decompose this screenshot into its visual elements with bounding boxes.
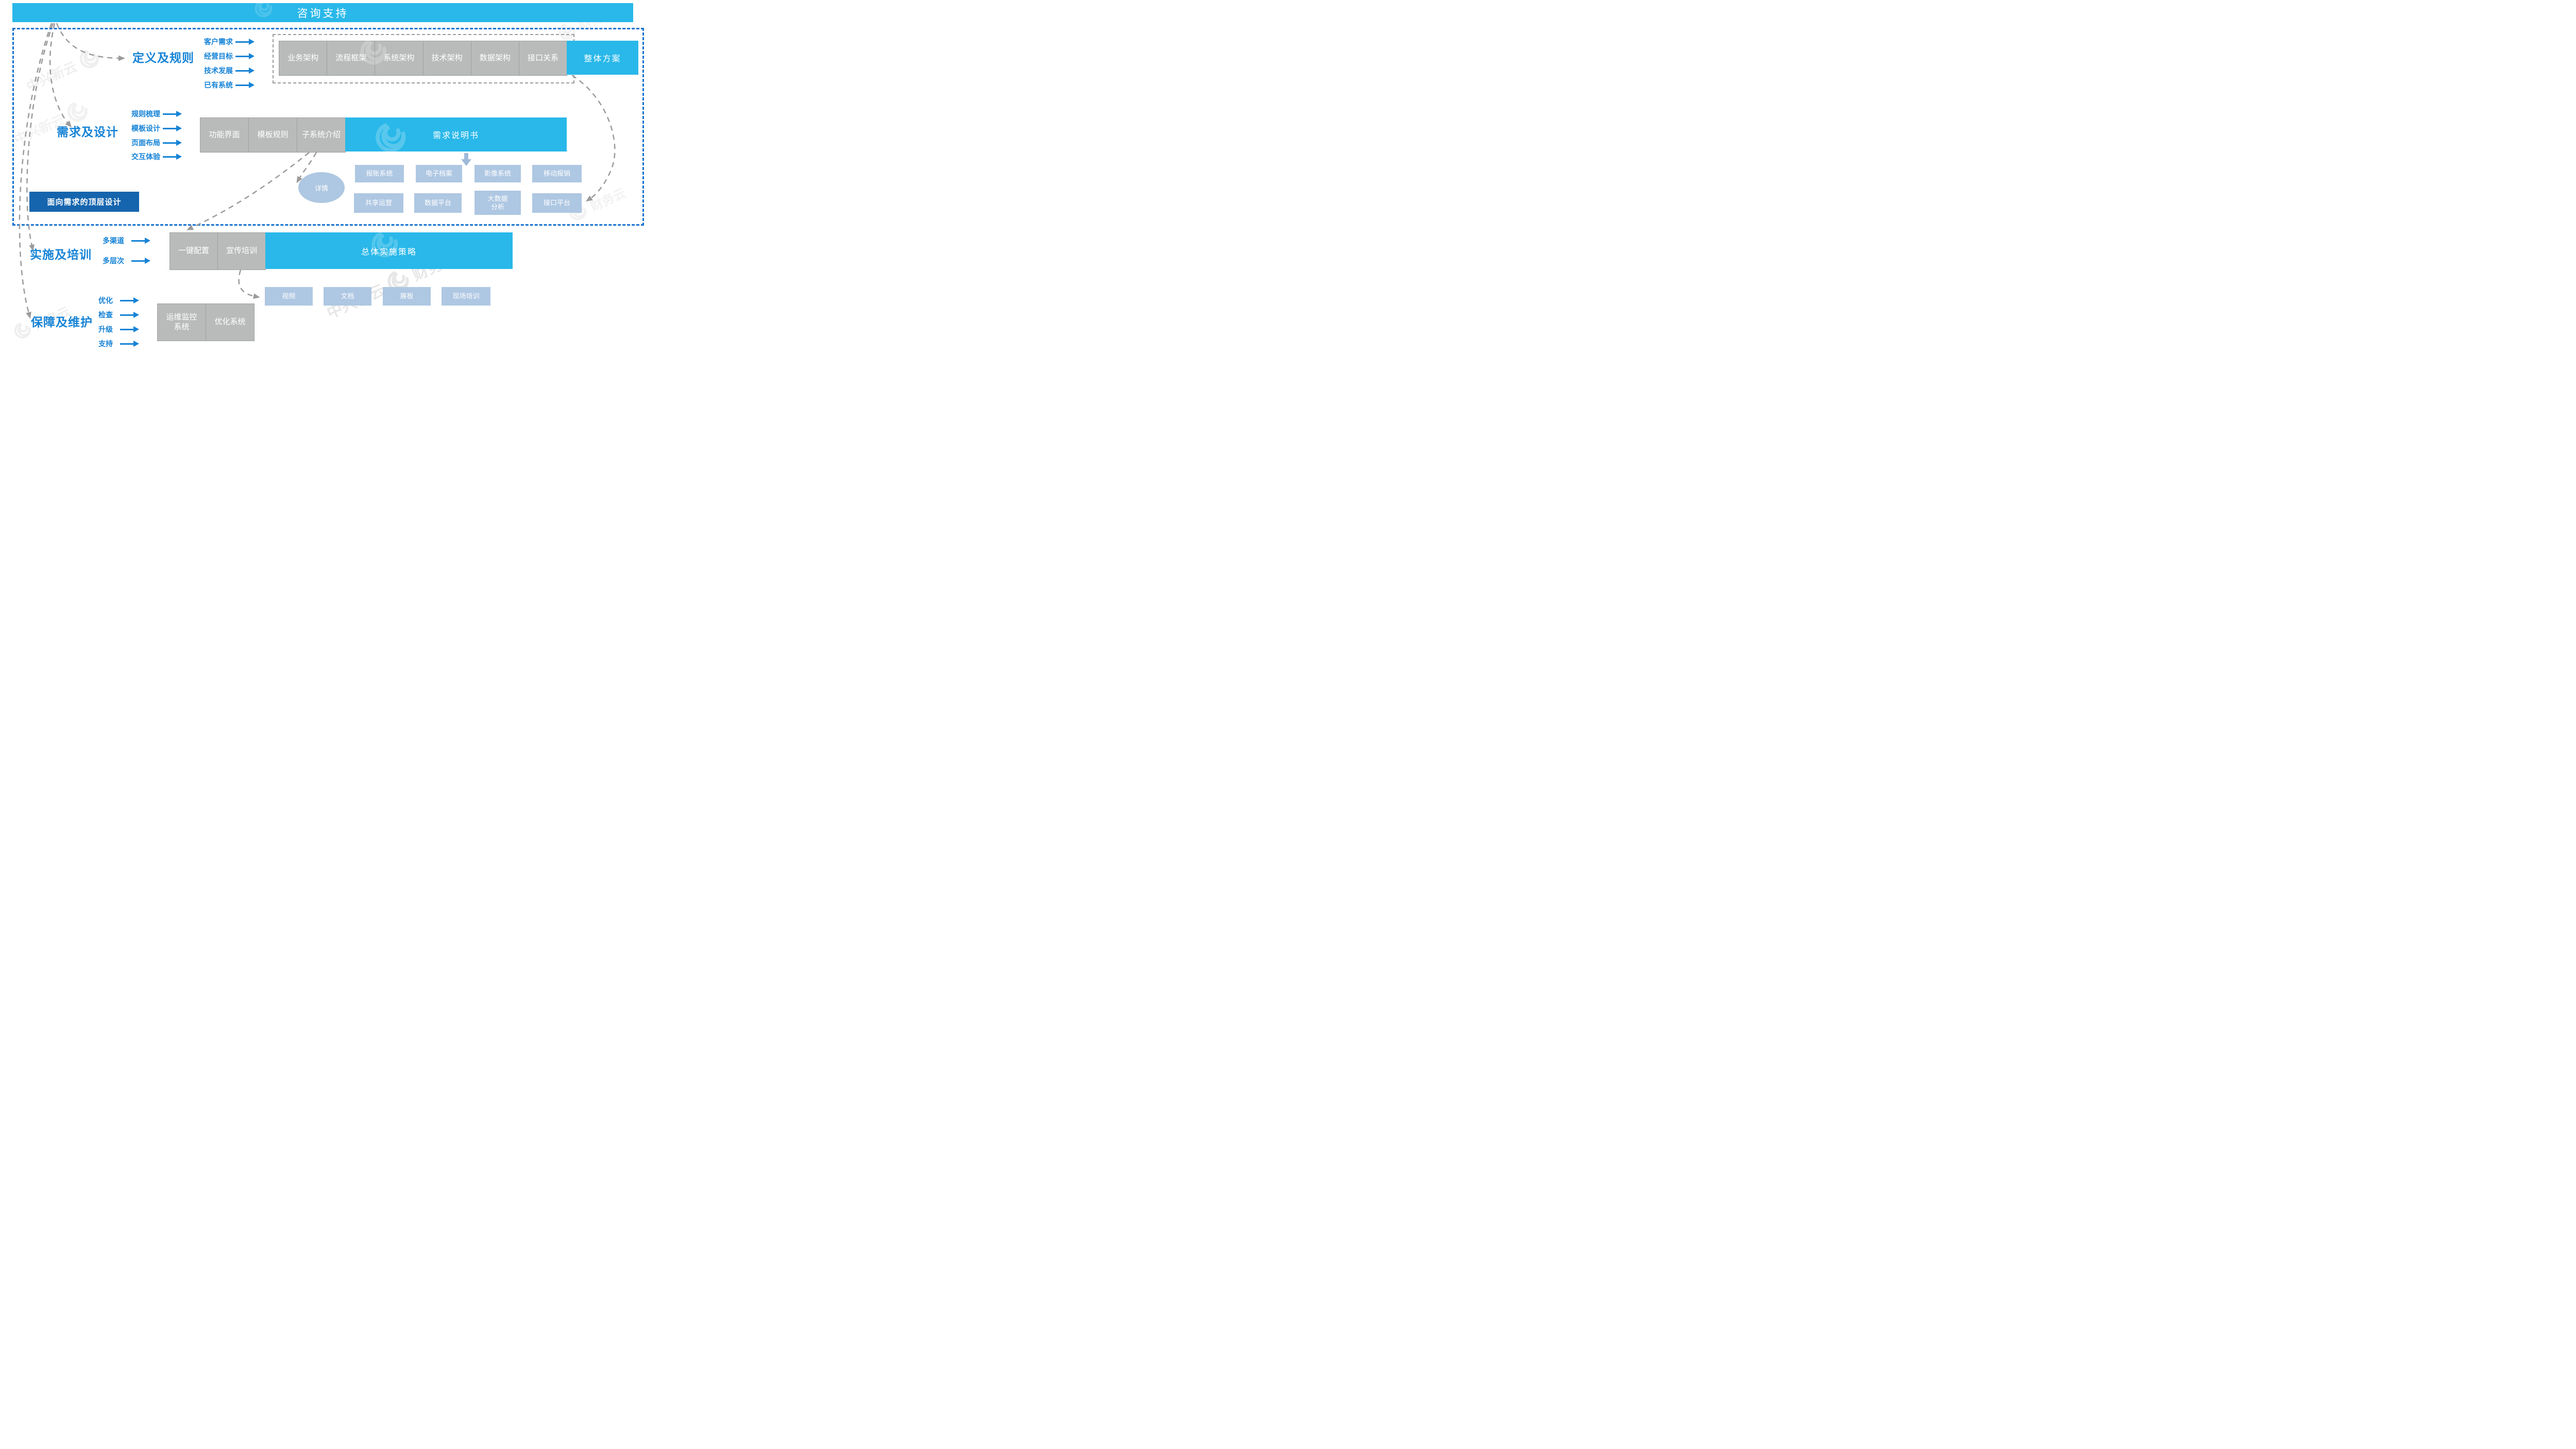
consulting-process-diagram: 中兴新云 财务云 中兴新云 中兴新云 财务云 财务云 财务云 xyxy=(0,0,644,362)
banner-title: 咨询支持 xyxy=(297,7,349,20)
training-box: 文档 xyxy=(324,287,371,306)
input-label: 检查 xyxy=(98,311,113,319)
input-label: 规则梳理 xyxy=(131,110,160,118)
input-item: 客户需求 xyxy=(204,37,255,47)
training-box: 视频 xyxy=(265,287,313,306)
top-level-design-dashed-frame xyxy=(12,28,644,226)
training-box: 展板 xyxy=(383,287,431,306)
input-item: 检查 xyxy=(98,310,139,320)
connector-training-to-video xyxy=(238,269,260,299)
stage-label-design: 需求及设计 xyxy=(57,125,118,139)
implement-box: 一键配置 xyxy=(170,233,217,269)
detail-bubble: 详情 xyxy=(298,172,345,203)
training-box: 现场培训 xyxy=(442,287,490,306)
arrow-right-icon xyxy=(120,297,139,304)
input-label: 已有系统 xyxy=(204,81,233,89)
architecture-box: 系统架构 xyxy=(375,41,423,75)
design-row: 功能界面 模板规则 子系统介绍 xyxy=(200,117,346,153)
implement-row: 一键配置 宣传培训 xyxy=(170,232,266,270)
architecture-box: 流程框架 xyxy=(327,41,375,75)
stage-label-implement: 实施及培训 xyxy=(30,248,92,261)
requirement-spec-box: 需求说明书 xyxy=(345,117,567,151)
arrow-right-icon xyxy=(163,125,182,131)
input-item: 多层次 xyxy=(103,256,150,266)
input-item: 技术发展 xyxy=(204,65,255,76)
arrow-right-icon xyxy=(131,258,150,264)
input-label: 多层次 xyxy=(103,257,124,265)
input-label: 技术发展 xyxy=(204,66,233,75)
stage-label-maintain: 保障及维护 xyxy=(31,315,93,329)
architecture-box: 接口关系 xyxy=(519,41,567,75)
subsystem-box: 接口平台 xyxy=(532,193,582,213)
implementation-strategy-box: 总体实施策略 xyxy=(265,232,513,269)
implement-box: 宣传培训 xyxy=(218,233,265,269)
input-label: 优化 xyxy=(98,296,113,305)
input-item: 规则梳理 xyxy=(131,109,182,119)
subsystem-box: 大数据 分析 xyxy=(474,191,521,215)
arrow-right-icon xyxy=(163,154,182,160)
stage-label-define: 定义及规则 xyxy=(132,51,194,64)
architecture-row: 业务架构 流程框架 系统架构 技术架构 数据架构 接口关系 xyxy=(279,41,567,76)
design-box: 模板规则 xyxy=(249,118,297,152)
design-box: 子系统介绍 xyxy=(297,118,345,152)
arrow-right-icon xyxy=(235,39,255,45)
subsystem-box: 数据平台 xyxy=(414,193,462,213)
input-item: 已有系统 xyxy=(204,80,255,90)
design-box: 功能界面 xyxy=(200,118,248,152)
input-item: 经营目标 xyxy=(204,51,255,61)
input-label: 交互体验 xyxy=(131,153,160,161)
arrow-right-icon xyxy=(120,312,139,318)
arrow-right-icon xyxy=(131,238,150,244)
arrow-right-icon xyxy=(120,341,139,347)
arrow-right-icon xyxy=(235,82,255,88)
consulting-support-banner: 咨询支持 xyxy=(12,3,633,22)
subsystem-box: 影像系统 xyxy=(474,165,521,182)
arrow-right-icon xyxy=(163,140,182,146)
subsystem-box: 电子档案 xyxy=(416,165,462,182)
input-item: 页面布局 xyxy=(131,138,182,148)
input-label: 多渠道 xyxy=(103,237,124,245)
input-label: 页面布局 xyxy=(131,139,160,147)
arrow-right-icon xyxy=(120,326,139,332)
subsystem-box: 共享运营 xyxy=(354,193,403,213)
input-label: 支持 xyxy=(98,340,113,348)
input-label: 升级 xyxy=(98,325,113,333)
top-level-design-banner: 面向需求的顶层设计 xyxy=(29,192,139,212)
architecture-box: 技术架构 xyxy=(423,41,471,75)
maintain-box: 优化系统 xyxy=(206,304,254,341)
arrow-right-icon xyxy=(235,53,255,59)
architecture-box: 数据架构 xyxy=(471,41,519,75)
input-label: 客户需求 xyxy=(204,38,233,46)
input-item: 交互体验 xyxy=(131,151,182,162)
input-label: 经营目标 xyxy=(204,52,233,60)
maintain-row: 运维监控 系统 优化系统 xyxy=(157,304,255,341)
architecture-box: 业务架构 xyxy=(279,41,327,75)
arrow-right-icon xyxy=(163,111,182,117)
input-item: 优化 xyxy=(98,295,139,306)
input-item: 支持 xyxy=(98,339,139,349)
input-item: 多渠道 xyxy=(103,235,150,246)
subsystem-box: 报账系统 xyxy=(355,165,404,182)
input-label: 模板设计 xyxy=(131,124,160,132)
input-item: 模板设计 xyxy=(131,123,182,133)
input-item: 升级 xyxy=(98,324,139,334)
subsystem-box: 移动报销 xyxy=(532,165,582,182)
overall-solution-box: 整体方案 xyxy=(567,41,638,75)
arrow-right-icon xyxy=(235,68,255,74)
maintain-box: 运维监控 系统 xyxy=(158,304,206,341)
